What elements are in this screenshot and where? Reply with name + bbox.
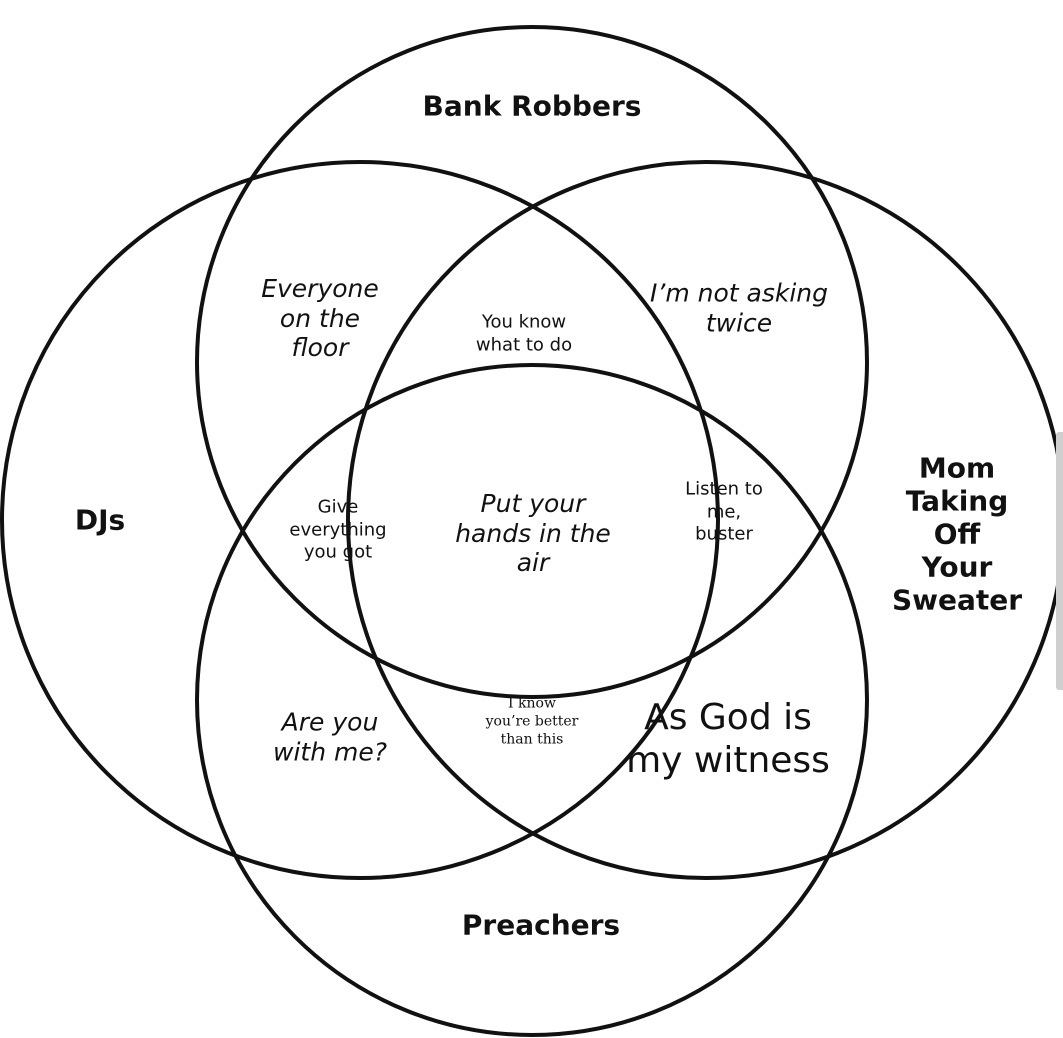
- preachers-circle: [195, 363, 869, 1037]
- region-all-four: Put your hands in the air: [455, 488, 611, 577]
- region-left-right-bottom: I know you’re better than this: [485, 695, 579, 749]
- region-right-bottom: As God is my witness: [626, 696, 830, 781]
- region-top-right-bottom: Listen to me, buster: [685, 478, 763, 545]
- region-top-left-bottom: Give everything you got: [289, 496, 387, 563]
- djs-circle: [0, 160, 720, 880]
- region-top-left: Everyone on the floor: [261, 273, 379, 362]
- set-label-preachers: Preachers: [461, 908, 621, 942]
- mom-circle: [346, 160, 1063, 880]
- region-top-left-right: You know what to do: [475, 311, 573, 356]
- set-label-bank-robbers: Bank Robbers: [422, 89, 642, 123]
- region-top-right: I’m not asking twice: [650, 278, 828, 338]
- scroll-edge-indicator: [1056, 432, 1063, 690]
- region-left-bottom: Are you with me?: [273, 707, 387, 767]
- set-label-djs: DJs: [74, 503, 126, 537]
- bank-robbers-circle: [195, 25, 869, 699]
- set-label-mom-taking-off-sweater: Mom Taking Off Your Sweater: [891, 451, 1023, 617]
